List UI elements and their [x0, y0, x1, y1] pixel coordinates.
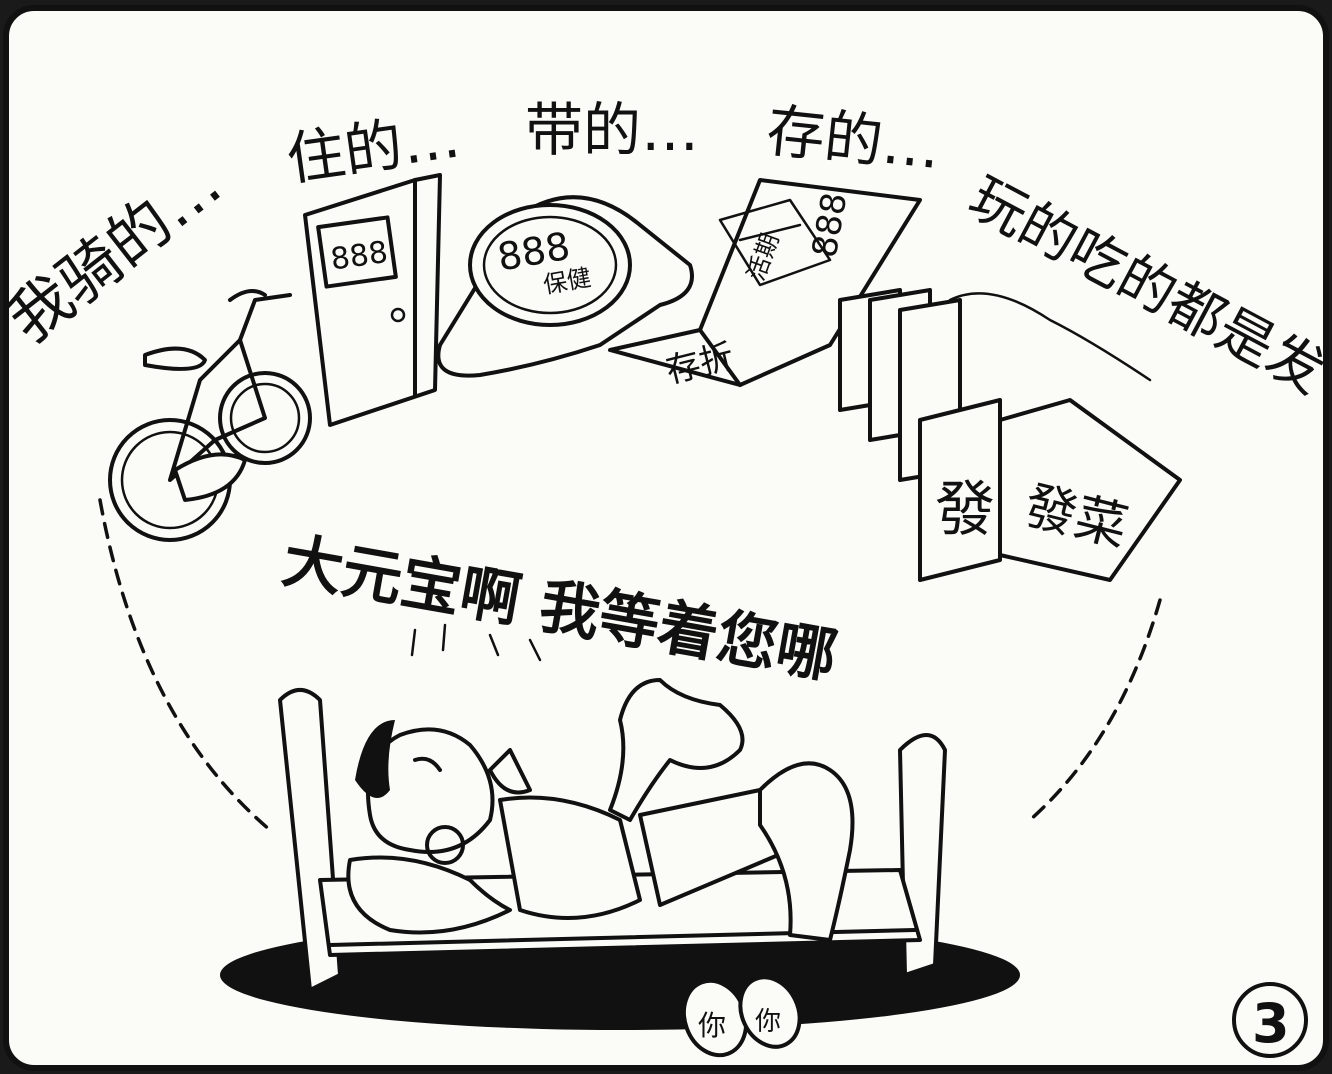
- box-front-label: 發: [935, 475, 995, 545]
- bicycle-illustration: [108, 289, 312, 542]
- page-number-badge: 3: [1232, 982, 1308, 1058]
- door-illustration: 888: [303, 173, 442, 427]
- door-number: 888: [328, 235, 390, 278]
- slipper-mark-left: 你: [698, 1009, 726, 1042]
- page-number: 3: [1252, 992, 1290, 1055]
- box-stack-illustration: 發 發菜: [838, 288, 1182, 582]
- slipper-mark-right: 你: [755, 1007, 781, 1037]
- slippers-illustration: 你 你: [681, 975, 802, 1058]
- dreaming-man-illustration: [346, 678, 855, 942]
- passbook-illustration: 活期 888 存折: [608, 178, 922, 392]
- watch-illustration: 888 保健: [436, 195, 694, 378]
- caption-wear: 带的…: [525, 96, 699, 164]
- motion-lines: [98, 498, 1162, 832]
